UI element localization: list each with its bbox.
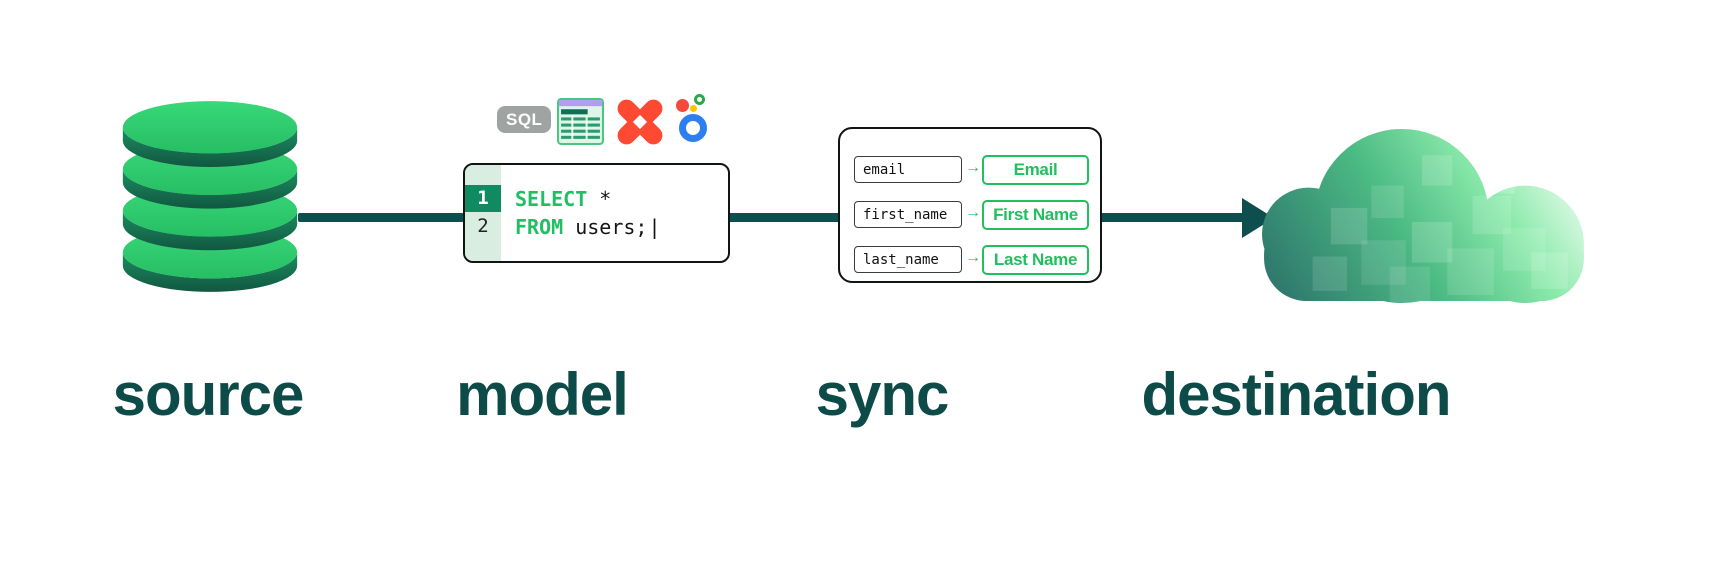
mapping-row: email → Email — [840, 155, 1100, 185]
stage-label-model: model — [456, 361, 629, 428]
looker-icon — [676, 94, 708, 142]
text-cursor: | — [648, 214, 661, 239]
dbt-icon — [613, 95, 667, 149]
looker-green-ring — [694, 94, 705, 105]
line-number: 2 — [477, 215, 489, 237]
mapping-arrow-icon: → — [965, 249, 981, 266]
stage-label-sync: sync — [815, 361, 950, 428]
mapping-arrow-icon: → — [965, 159, 981, 176]
code-gutter — [465, 165, 501, 261]
mapping-row: last_name → Last Name — [840, 245, 1100, 275]
source-field-box: email — [854, 156, 962, 183]
code-text: FROM users;| — [501, 215, 661, 239]
looker-blue-ring — [679, 114, 707, 142]
flow-line-sync-to-destination — [1100, 213, 1246, 222]
sync-mapping-panel: email → Email first_name → First Name la… — [838, 127, 1102, 283]
destination-field-box: Last Name — [982, 245, 1089, 275]
code-line: 2 FROM users;| — [465, 213, 728, 240]
mapping-row: first_name → First Name — [840, 200, 1100, 230]
sql-code-block: 1 SELECT * 2 FROM users;| — [463, 163, 730, 263]
code-line: 1 SELECT * — [465, 185, 728, 212]
source-field-box: last_name — [854, 246, 962, 273]
cloud-icon — [1262, 128, 1584, 304]
looker-red-dot — [676, 99, 689, 112]
sql-fragment: users; — [563, 214, 648, 239]
looker-yellow-dot — [690, 105, 697, 112]
source-field-box: first_name — [854, 201, 962, 228]
cloud-pixel-blocks — [1312, 155, 1568, 304]
stage-label-destination: destination — [1141, 361, 1451, 428]
sql-keyword: FROM — [515, 214, 564, 239]
destination-field-box: First Name — [982, 200, 1089, 230]
sql-keyword: SELECT — [515, 186, 588, 211]
cloud-body — [1262, 128, 1584, 304]
sql-badge: SQL — [497, 106, 552, 133]
spreadsheet-icon — [557, 98, 604, 145]
code-text: SELECT * — [501, 187, 611, 211]
sql-fragment: * — [587, 186, 612, 211]
database-icon — [122, 101, 298, 292]
line-number: 1 — [465, 185, 501, 212]
destination-field-box: Email — [982, 155, 1089, 185]
stage-label-source: source — [112, 361, 305, 428]
database-disk-1 — [122, 101, 298, 167]
mapping-arrow-icon: → — [965, 204, 981, 221]
flow-line-source-to-model — [298, 213, 464, 222]
flow-line-model-to-sync — [728, 213, 840, 222]
